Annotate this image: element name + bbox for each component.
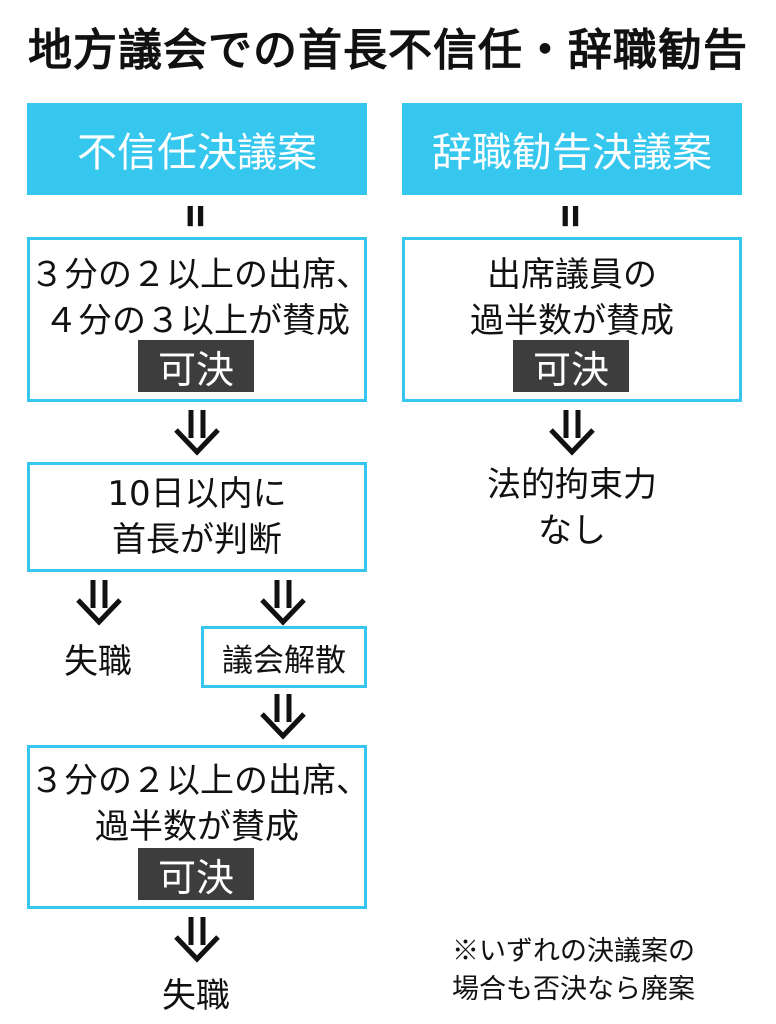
second-vote-condition: ３分の２以上の出席、 過半数が賛成 [30,758,370,850]
down-arrow-icon [174,917,220,963]
result-badge: 可決 [138,340,254,392]
box-mayor-decision: 10日以内に 首長が判断 [27,462,367,572]
outcome-line: 法的拘束力 [487,465,657,505]
down-arrow-icon [76,580,122,626]
condition-line: ４分の３以上が賛成 [44,301,350,341]
equals-mark-right: II [560,200,581,233]
outcome-line: なし [538,511,606,551]
mayor-decision-text: 10日以内に 首長が判断 [30,471,364,563]
down-arrow-icon [549,410,595,456]
diagram-title: 地方議会での首長不信任・辞職勧告 [28,25,748,76]
footnote: ※いずれの決議案の 場合も否決なら廃案 [452,933,695,1009]
down-arrow-icon [174,410,220,456]
box-resignation-vote: 出席議員の 過半数が賛成 [402,237,742,402]
down-arrow-icon [260,694,306,740]
condition-line: 過半数が賛成 [95,807,299,847]
result-badge: 可決 [513,340,629,392]
condition-line: ３分の２以上の出席、 [30,761,370,801]
box-second-no-confidence-vote: ３分の２以上の出席、 過半数が賛成 [27,745,370,909]
resignation-condition: 出席議員の 過半数が賛成 [405,252,739,344]
no-confidence-condition: ３分の２以上の出席、 ４分の３以上が賛成 [30,252,370,344]
result-badge: 可決 [138,848,254,900]
condition-line: ３分の２以上の出席、 [30,255,370,295]
equals-mark-left: II [185,200,206,233]
decision-line: 10日以内に [107,474,287,514]
footnote-line: ※いずれの決議案の [452,936,695,967]
dissolve-assembly-label: 議会解散 [222,642,346,679]
header-no-confidence: 不信任決議案 [27,103,367,195]
footnote-line: 場合も否決なら廃案 [452,974,695,1005]
decision-line: 首長が判断 [112,520,282,560]
final-outcome-lose-office: 失職 [162,976,230,1016]
header-resignation-recommendation: 辞職勧告決議案 [402,103,742,195]
outcome-lose-office: 失職 [64,642,132,682]
condition-line: 出席議員の [487,255,657,295]
down-arrow-icon [260,580,306,626]
condition-line: 過半数が賛成 [470,301,674,341]
outcome-no-legal-binding: 法的拘束力 なし [402,462,742,554]
box-dissolve-assembly: 議会解散 [201,626,367,688]
